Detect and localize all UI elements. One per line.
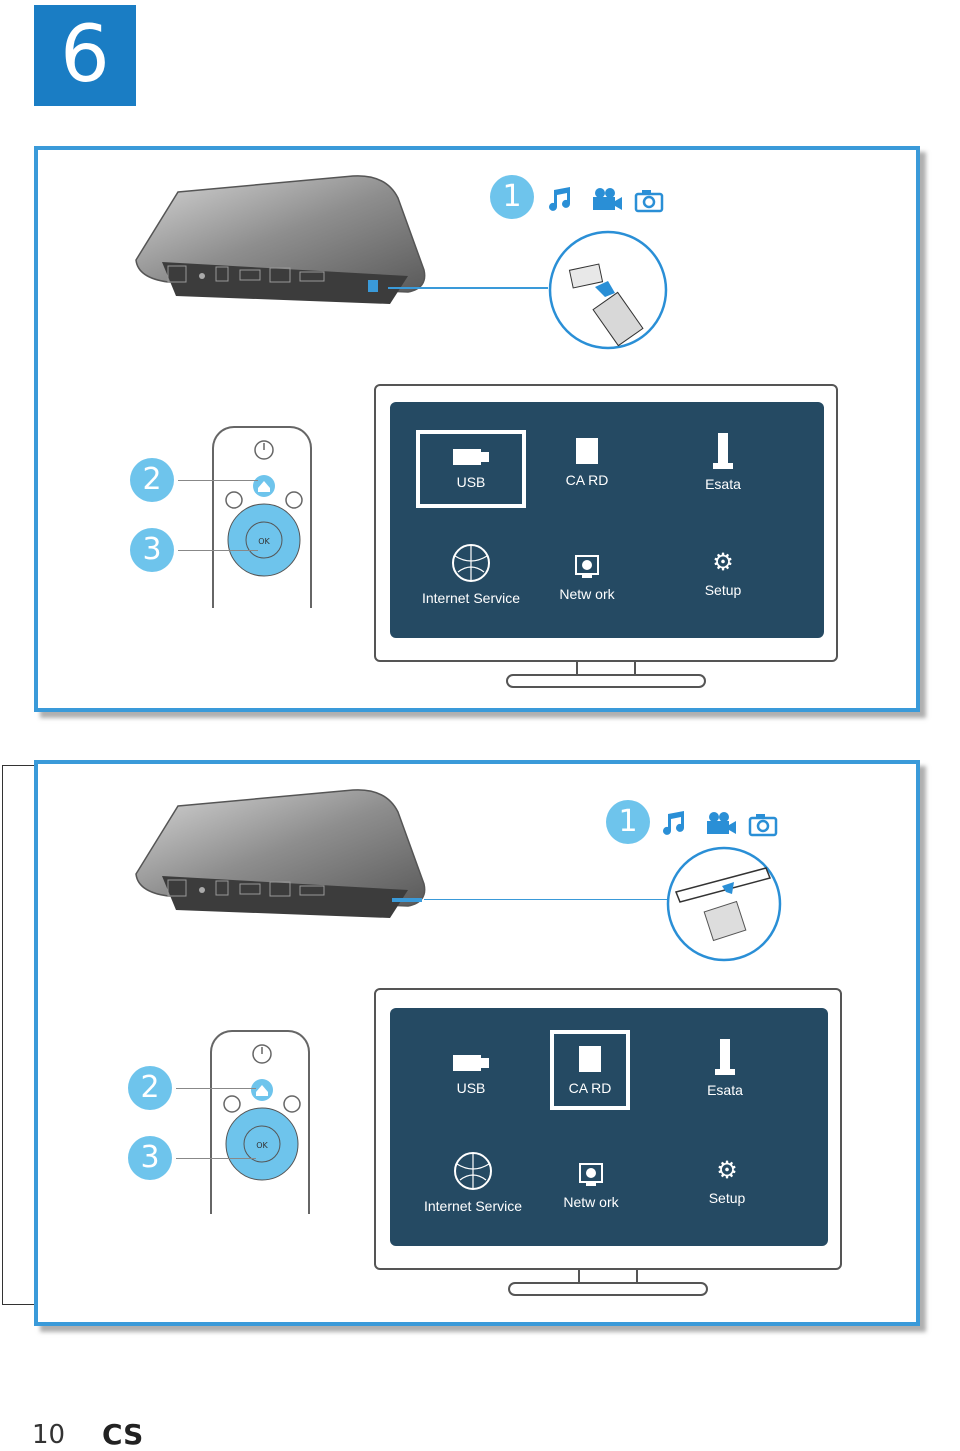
video-camera-icon xyxy=(707,812,736,834)
globe-icon xyxy=(452,544,490,582)
video-camera-icon xyxy=(593,188,622,210)
menu-item-internet-service[interactable]: Internet Service xyxy=(418,1150,528,1214)
menu-item-network[interactable]: Netw ork xyxy=(536,1162,646,1210)
power-icon xyxy=(252,1044,272,1064)
power-icon xyxy=(254,440,274,460)
card-insert-zoom xyxy=(666,846,782,962)
sd-card-icon xyxy=(576,438,598,464)
music-icon xyxy=(549,187,570,211)
menu-item-usb[interactable]: USB xyxy=(416,430,526,508)
ok-label: OK xyxy=(258,537,270,546)
pointer-line xyxy=(178,480,258,481)
step-3-circle: 3 xyxy=(130,528,174,572)
network-icon xyxy=(579,1163,603,1186)
menu-item-network[interactable]: Netw ork xyxy=(532,554,642,602)
sd-card-icon xyxy=(579,1046,601,1072)
illustration-panel-usb: 1 OK 2 3 USB xyxy=(34,146,920,712)
pointer-line xyxy=(178,550,258,551)
menu-item-setup[interactable]: ⚙ Setup xyxy=(668,549,778,599)
tv-base xyxy=(506,674,706,688)
menu-item-setup[interactable]: ⚙ Setup xyxy=(672,1157,782,1207)
photo-camera-icon xyxy=(748,814,778,837)
usb-port-icon xyxy=(568,263,604,289)
step-2-circle: 2 xyxy=(128,1066,172,1110)
media-icons xyxy=(549,187,664,213)
menu-item-usb[interactable]: USB xyxy=(416,1052,526,1096)
chapter-number: 6 xyxy=(34,5,136,106)
media-player-device xyxy=(135,789,426,918)
globe-icon xyxy=(454,1152,492,1190)
illustration-panel-card: 1 OK 2 3 USB xyxy=(34,760,920,1326)
network-icon xyxy=(575,555,599,578)
usb-stick-icon xyxy=(453,449,489,465)
tv: USB CA RD Esata Internet Service Netw or… xyxy=(374,988,842,1270)
esata-drive-icon xyxy=(715,1039,735,1075)
sd-card-icon xyxy=(703,900,747,942)
music-icon xyxy=(663,811,684,835)
menu-item-internet-service[interactable]: Internet Service xyxy=(416,542,526,606)
gear-icon: ⚙ xyxy=(712,549,734,576)
photo-camera-icon xyxy=(634,190,664,213)
pointer-line xyxy=(176,1088,256,1089)
menu-item-card[interactable]: CA RD xyxy=(550,1030,630,1110)
card-slot-icon xyxy=(674,867,772,903)
ok-button xyxy=(245,521,283,559)
tv-menu-screen: USB CA RD Esata Internet Service Netw or… xyxy=(390,402,824,638)
step-2-circle: 2 xyxy=(130,458,174,502)
language-code: CS xyxy=(102,1418,144,1451)
menu-item-esata[interactable]: Esata xyxy=(668,432,778,492)
tv: USB CA RD Esata Internet Service Netw or… xyxy=(374,384,838,662)
menu-item-card[interactable]: CA RD xyxy=(532,436,642,488)
step-1-circle: 1 xyxy=(606,800,650,844)
insert-arrow-icon xyxy=(722,882,734,894)
usb-insert-zoom xyxy=(548,230,668,350)
tv-base xyxy=(508,1282,708,1296)
esata-drive-icon xyxy=(713,433,733,469)
remote-control: OK xyxy=(212,426,312,608)
tv-menu-screen: USB CA RD Esata Internet Service Netw or… xyxy=(390,1008,828,1246)
ok-label: OK xyxy=(256,1141,268,1150)
menu-item-esata[interactable]: Esata xyxy=(670,1038,780,1098)
step-3-circle: 3 xyxy=(128,1136,172,1180)
ok-button xyxy=(243,1125,281,1163)
usb-stick-icon xyxy=(592,291,644,347)
connector-line xyxy=(388,287,548,289)
gear-icon: ⚙ xyxy=(716,1157,738,1184)
tv-neck xyxy=(578,1268,638,1284)
connector-line xyxy=(424,899,668,900)
media-icons xyxy=(663,811,778,837)
remote-control: OK xyxy=(210,1030,310,1214)
insert-arrow-icon xyxy=(595,281,615,297)
pointer-line xyxy=(176,1158,256,1159)
step-1-circle: 1 xyxy=(490,175,534,219)
page-number: 10 xyxy=(32,1420,66,1450)
media-player-device xyxy=(135,175,426,304)
tv-neck xyxy=(576,660,636,676)
usb-stick-icon xyxy=(453,1055,489,1071)
